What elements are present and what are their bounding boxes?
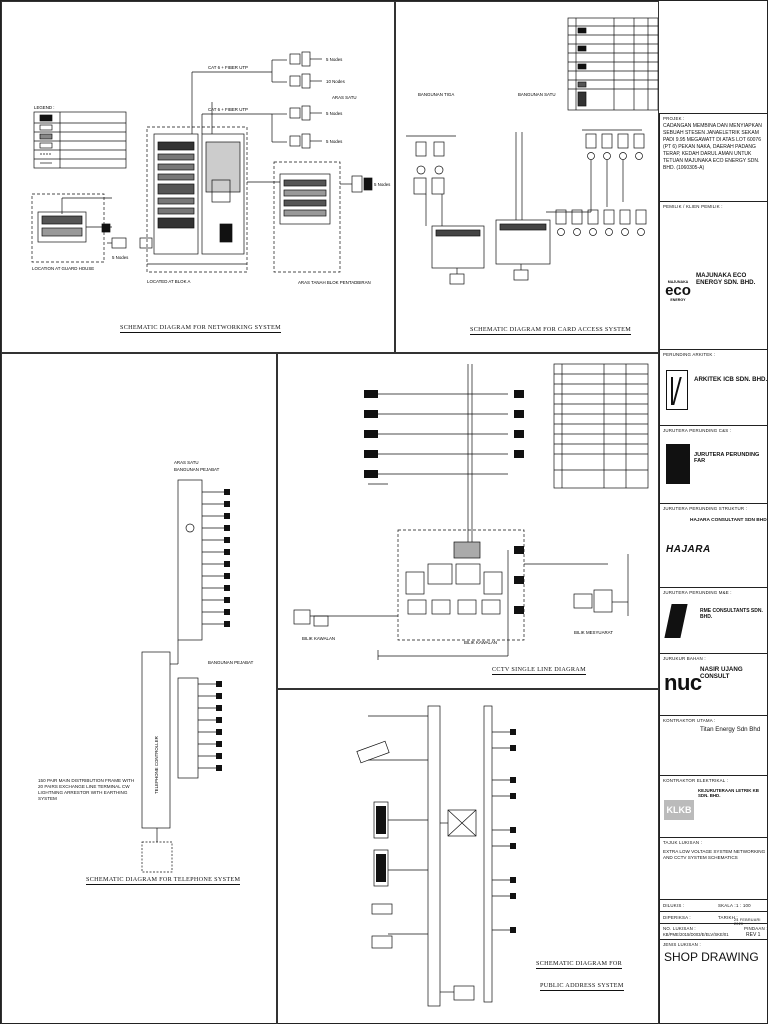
- room-label: BILIK KAWALAN: [302, 636, 335, 641]
- elektrikal-heading: KONTRAKTOR ELEKTRIKAL :: [663, 778, 729, 783]
- kontraktor-section: KONTRAKTOR UTAMA : Titan Energy Sdn Bhd: [660, 715, 768, 775]
- floor-label: ARAS SATU: [174, 460, 199, 465]
- mne-logo: [664, 604, 688, 638]
- no-lukisan-row: NO. LUKISAN : KB/PME/2015/D003/E/ELV/SKE…: [660, 924, 768, 940]
- tajuk-section: TAJUK LUKISAN : EXTRA LOW VOLTAGE SYSTEM…: [660, 837, 768, 899]
- public-address-caption-line2: PUBLIC ADDRESS SYSTEM: [540, 982, 624, 991]
- node-label: 5 Nodes: [326, 111, 343, 116]
- cas-name: JURUTERA PERUNDING FAR: [694, 452, 760, 464]
- public-address-diagram: [356, 705, 516, 1007]
- struktur-section: JURUTERA PERUNDING STRUKTUR : HAJARA CON…: [660, 503, 768, 587]
- card-access-panel: BANGUNAN TIGA BANGUNAN SATU SCHEMATIC DI…: [395, 1, 659, 353]
- struktur-name: HAJARA CONSULTANT SDN BHD: [690, 518, 767, 523]
- telephone-caption: SCHEMATIC DIAGRAM FOR TELEPHONE SYSTEM: [86, 876, 241, 885]
- floor-label: ARAS SATU: [332, 95, 357, 100]
- mdf-note: 150 PAIR MAIN DISTRIBUTION FRAME WITH 20…: [38, 778, 135, 801]
- telephone-diagram: ARAS SATU BANGUNAN PEJABAT BANGUNAN PEJA…: [38, 460, 254, 873]
- telephone-panel: ARAS SATU BANGUNAN PEJABAT BANGUNAN PEJA…: [1, 353, 277, 1024]
- cctv-panel: BILIK KAWALAN BILIK KAWALAN BILIK MESYUA…: [277, 353, 659, 689]
- public-address-panel: SCHEMATIC DIAGRAM FOR PUBLIC ADDRESS SYS…: [277, 689, 659, 1024]
- dilukis-row: DILUKIS : SKALA : 1 : 100: [660, 900, 768, 912]
- cable-label: CAT 6 + FIBER UTP: [208, 107, 248, 112]
- bahan-section: JURUKUR BAHAN : NASIR UJANG CONSULT nuc: [660, 653, 768, 715]
- location-label: LOCATED AT BLOK A: [147, 279, 191, 284]
- struktur-logo: HAJARA: [666, 544, 711, 555]
- bahan-heading: JURUKUR BAHAN :: [663, 656, 706, 661]
- cable-label: CAT 6 + FIBER UTP: [208, 65, 248, 70]
- floor-label: BANGUNAN PEJABAT: [208, 660, 254, 665]
- card-access-caption: SCHEMATIC DIAGRAM FOR CARD ACCESS SYSTEM: [470, 326, 632, 335]
- owner-section: PEMILIK / KLIEN PEMILIK : MAJUNAKA eco E…: [660, 201, 768, 349]
- node-label: 5 Nodes: [326, 57, 343, 62]
- title-block: PROJEK : CADANGAN MEMBINA DAN MENYIAPKAN…: [659, 113, 768, 1024]
- elektrikal-logo: KLKB: [664, 800, 694, 820]
- networking-caption: SCHEMATIC DIAGRAM FOR NETWORKING SYSTEM: [120, 324, 281, 333]
- kontraktor-name: Titan Energy Sdn Bhd: [700, 726, 761, 733]
- floor-label: BANGUNAN PEJABAT: [174, 467, 220, 472]
- elektrikal-section: KONTRAKTOR ELEKTRIKAL : KLKB KEJURUTERAA…: [660, 775, 768, 837]
- kontraktor-heading: KONTRAKTOR UTAMA :: [663, 718, 716, 723]
- cas-logo: [666, 444, 690, 484]
- elektrikal-name: KEJURUTERAAN LETRIK KB SDN. BHD.: [698, 788, 759, 798]
- mne-section: JURUTERA PERUNDING M&E : RME CONSULTANTS…: [660, 587, 768, 653]
- legend-title: LEGEND :: [34, 105, 55, 110]
- controller-label: TELEPHONE CONTROLLER: [154, 736, 159, 794]
- jenis-row: JENIS LUKISAN : SHOP DRAWING: [663, 942, 759, 964]
- card-access-diagram: BANGUNAN TIGA BANGUNAN SATU: [406, 17, 658, 285]
- room-label: BILIK KAWALAN: [464, 640, 497, 645]
- bahan-name: NASIR UJANG CONSULT: [700, 666, 743, 680]
- pemilik-heading: PEMILIK / KLIEN PEMILIK :: [663, 204, 723, 209]
- cctv-caption: CCTV SINGLE LINE DIAGRAM: [492, 666, 586, 675]
- node-label: 5 Nodes: [326, 139, 343, 144]
- cctv-diagram: BILIK KAWALAN BILIK KAWALAN BILIK MESYUA…: [293, 363, 649, 660]
- node-label: 5 Nodes: [374, 182, 391, 187]
- tajuk-heading: TAJUK LUKISAN :: [663, 840, 703, 845]
- networking-diagram: LEGEND : 5 Nodes 10 Nodes 5 Nodes 5 Node…: [31, 51, 391, 285]
- projek-text: CADANGAN MEMBINA DAN MENYIAPKAN SEBUAH S…: [663, 123, 762, 171]
- node-label: 10 Nodes: [326, 79, 346, 84]
- building-label: BANGUNAN SATU: [518, 92, 556, 97]
- struktur-heading: JURUTERA PERUNDING STRUKTUR :: [663, 506, 748, 511]
- drawing-info: DILUKIS : SKALA : 1 : 100 DIPERIKSA : TA…: [660, 899, 768, 1024]
- cas-heading: JURUTERA PERUNDING C&S :: [663, 428, 732, 433]
- room-label: BILIK MESYUARAT: [574, 630, 613, 635]
- projek-section: PROJEK : CADANGAN MEMBINA DAN MENYIAPKAN…: [660, 113, 768, 201]
- location-label: ARAS TANAH BLOK PENTADBIRAN: [298, 280, 371, 285]
- cas-section: JURUTERA PERUNDING C&S : JURUTERA PERUND…: [660, 425, 768, 503]
- mne-heading: JURUTERA PERUNDING M&E :: [663, 590, 732, 595]
- projek-heading: PROJEK :: [663, 116, 685, 121]
- tajuk-text: EXTRA LOW VOLTAGE SYSTEM NETWORKING AND …: [663, 849, 766, 860]
- arkitek-heading: PERUNDING ARKITEK :: [663, 352, 716, 357]
- arkitek-section: PERUNDING ARKITEK : ARKITEK ICB SDN. BHD…: [660, 349, 768, 425]
- arkitek-name: ARKITEK ICB SDN. BHD.: [694, 376, 768, 383]
- mne-name: RME CONSULTANTS SDN. BHD.: [700, 608, 763, 620]
- public-address-caption-line1: SCHEMATIC DIAGRAM FOR: [536, 960, 623, 969]
- diperiksa-row: DIPERIKSA : TARIKH : 24 FEBRUARI 2020: [660, 912, 768, 926]
- node-label: 5 Nodes: [112, 255, 129, 260]
- location-label: LOCATION AT GUARD HOUSE: [32, 266, 94, 271]
- owner-logo: MAJUNAKA eco ENERGY: [665, 280, 691, 302]
- building-label: BANGUNAN TIGA: [418, 92, 454, 97]
- arkitek-logo: [666, 370, 688, 410]
- bahan-logo: nuc: [664, 670, 702, 695]
- networking-panel: LEGEND : 5 Nodes 10 Nodes 5 Nodes 5 Node…: [1, 1, 395, 353]
- owner-name: MAJUNAKA ECO ENERGY SDN. BHD.: [696, 272, 756, 286]
